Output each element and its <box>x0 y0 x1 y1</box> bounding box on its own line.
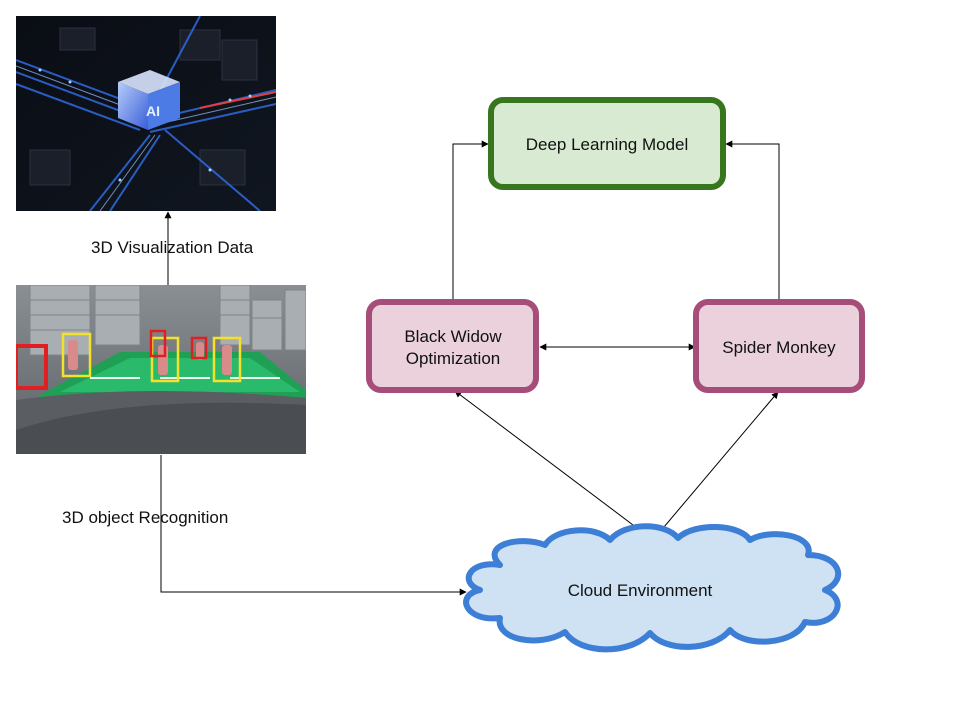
ai-chip-circuit-image: AI <box>16 16 276 211</box>
object-recognition-label: 3D object Recognition <box>62 508 228 527</box>
visualization-data-label: 3D Visualization Data <box>91 238 254 257</box>
node-black-widow-optimization: Black Widow Optimization <box>366 299 539 393</box>
street-object-detection-image <box>16 285 306 454</box>
node-deep-learning-model: Deep Learning Model <box>488 97 726 190</box>
svg-text:AI: AI <box>146 103 160 119</box>
black-widow-label-line1: Black Widow <box>404 327 502 346</box>
node-spider-monkey: Spider Monkey <box>693 299 865 393</box>
arrow-black-widow-to-deep-learning <box>452 140 489 301</box>
cloud-environment-label: Cloud Environment <box>568 581 713 600</box>
spider-monkey-label: Spider Monkey <box>722 338 836 357</box>
deep-learning-model-label: Deep Learning Model <box>526 135 689 154</box>
arrow-spider-monkey-to-deep-learning <box>725 140 780 301</box>
arrow-cloud-to-black-widow <box>454 390 654 541</box>
arrow-cloud-to-spider-monkey <box>652 391 779 541</box>
ai-cube-icon: AI <box>118 70 180 130</box>
arrow-recognition-to-cloud <box>160 455 467 596</box>
cloud-icon <box>463 523 842 653</box>
black-widow-label-line2: Optimization <box>406 349 500 368</box>
node-cloud-environment: Cloud Environment <box>463 523 842 653</box>
connectors <box>160 140 780 596</box>
